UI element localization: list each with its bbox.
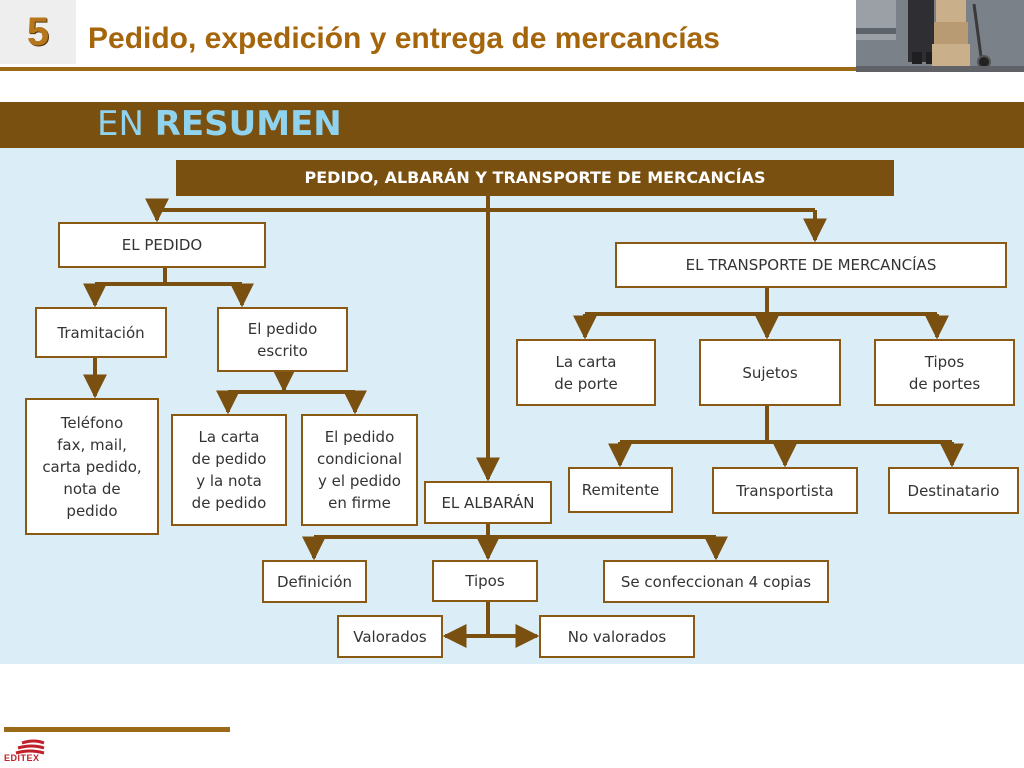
node-valorados: Valorados bbox=[337, 615, 443, 658]
page-title: Pedido, expedición y entrega de mercancí… bbox=[88, 22, 720, 56]
footer-divider bbox=[4, 727, 230, 732]
concept-map: PEDIDO, ALBARÁN Y TRANSPORTE DE MERCANCÍ… bbox=[0, 148, 1024, 664]
node-remitente: Remitente bbox=[568, 467, 673, 513]
node-destinatario: Destinatario bbox=[888, 467, 1019, 514]
editex-logo-text: EDITEX bbox=[4, 753, 40, 763]
chapter-number: 5 bbox=[27, 10, 49, 55]
node-transporte: EL TRANSPORTE DE MERCANCÍAS bbox=[615, 242, 1007, 288]
node-definicion: Definición bbox=[262, 560, 367, 603]
node-sujetos: Sujetos bbox=[699, 339, 841, 406]
chapter-number-box: 5 bbox=[0, 0, 76, 64]
node-tipos-portes: Tipos de portes bbox=[874, 339, 1015, 406]
node-el-albaran: EL ALBARÁN bbox=[424, 481, 552, 524]
node-transportista: Transportista bbox=[712, 467, 858, 514]
node-pedido-escrito: El pedido escrito bbox=[217, 307, 348, 372]
node-copias: Se confeccionan 4 copias bbox=[603, 560, 829, 603]
node-telefono: Teléfono fax, mail, carta pedido, nota d… bbox=[25, 398, 159, 535]
summary-heading-bold: RESUMEN bbox=[155, 104, 342, 144]
node-root: PEDIDO, ALBARÁN Y TRANSPORTE DE MERCANCÍ… bbox=[176, 160, 894, 196]
node-no-valorados: No valorados bbox=[539, 615, 695, 658]
header-photo bbox=[856, 0, 1024, 72]
node-carta-pedido: La carta de pedido y la nota de pedido bbox=[171, 414, 287, 526]
node-pedido-condicional: El pedido condicional y el pedido en fir… bbox=[301, 414, 418, 526]
node-tipos: Tipos bbox=[432, 560, 538, 602]
node-el-pedido: EL PEDIDO bbox=[58, 222, 266, 268]
summary-heading-light: EN bbox=[97, 104, 155, 144]
node-carta-porte: La carta de porte bbox=[516, 339, 656, 406]
node-tramitacion: Tramitación bbox=[35, 307, 167, 358]
summary-heading: EN RESUMEN bbox=[97, 104, 342, 144]
delivery-worker-image bbox=[856, 0, 1024, 72]
header-divider bbox=[0, 67, 856, 71]
